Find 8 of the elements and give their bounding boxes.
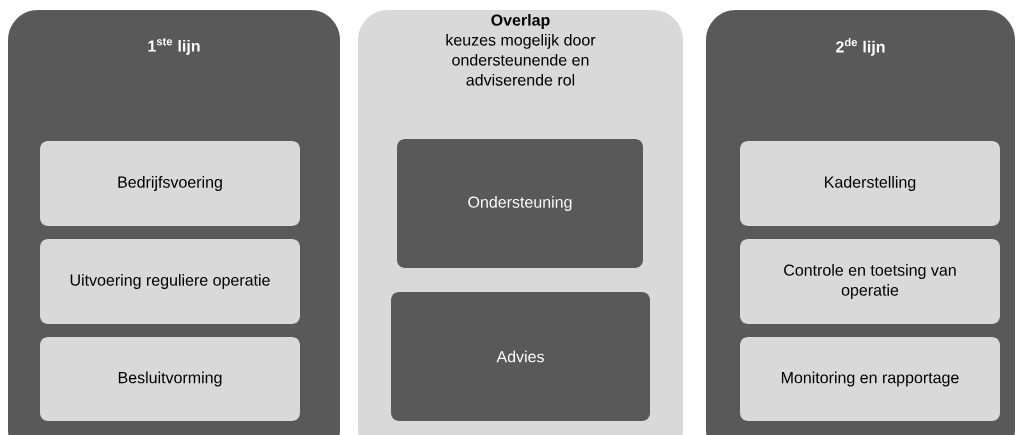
process-box: Ondersteuning xyxy=(397,139,643,268)
process-box: Bedrijfsvoering xyxy=(40,141,300,226)
process-box: Kaderstelling xyxy=(740,141,1000,226)
process-box: Besluitvorming xyxy=(40,337,300,421)
process-box: Controle en toetsing van operatie xyxy=(740,239,1000,324)
process-box: Monitoring en rapportage xyxy=(740,337,1000,421)
process-box: Uitvoering reguliere operatie xyxy=(40,239,300,324)
process-box: Advies xyxy=(391,292,650,421)
